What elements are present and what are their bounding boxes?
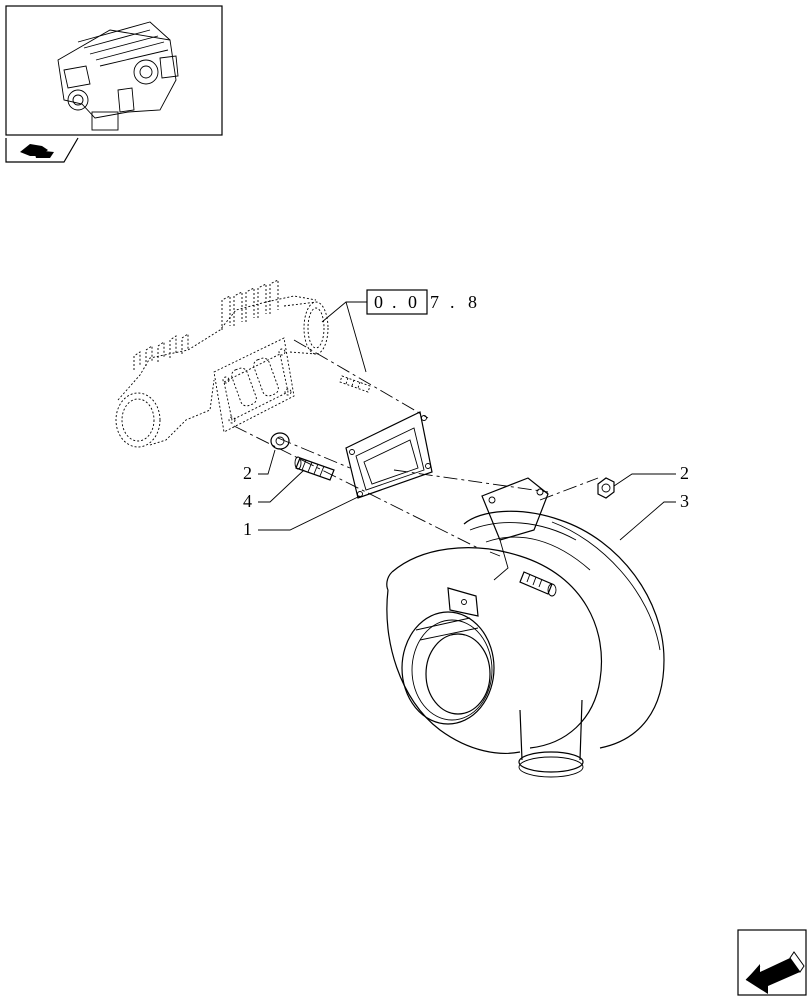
hand-pointer-icon[interactable] <box>5 137 79 163</box>
callout-2-right[interactable]: 2 <box>613 463 689 487</box>
callout-label: 2 <box>243 463 252 483</box>
ref-digit-3: 0 <box>408 292 417 312</box>
engine-thumbnail-icon[interactable] <box>5 5 223 136</box>
callout-2-left[interactable]: 2 <box>243 449 276 483</box>
ref-digit-6: 8 <box>468 292 477 312</box>
manifold-stud <box>339 375 371 393</box>
gasket <box>345 411 433 499</box>
previous-page-arrow-icon[interactable] <box>737 929 807 996</box>
ref-digit-1: 0 <box>374 292 383 312</box>
callout-label: 4 <box>243 491 252 511</box>
ref-digit-5: . <box>450 292 455 312</box>
ref-digit-2: . <box>392 292 397 312</box>
callout-label: 2 <box>680 463 689 483</box>
callout-1[interactable]: 1 <box>243 495 361 539</box>
callout-label: 1 <box>243 519 252 539</box>
nut-left <box>270 432 290 450</box>
exhaust-manifold <box>115 279 329 448</box>
turbocharger <box>386 477 665 778</box>
callout-4[interactable]: 4 <box>243 469 305 511</box>
nut-right <box>597 477 615 499</box>
reference-code[interactable]: 0 . 0 7 . 8 <box>321 289 477 373</box>
callout-label: 3 <box>680 491 689 511</box>
ref-digit-4: 7 <box>430 292 439 312</box>
callout-3[interactable]: 3 <box>619 491 689 541</box>
assembly-axes <box>233 339 599 549</box>
stud <box>294 456 335 481</box>
